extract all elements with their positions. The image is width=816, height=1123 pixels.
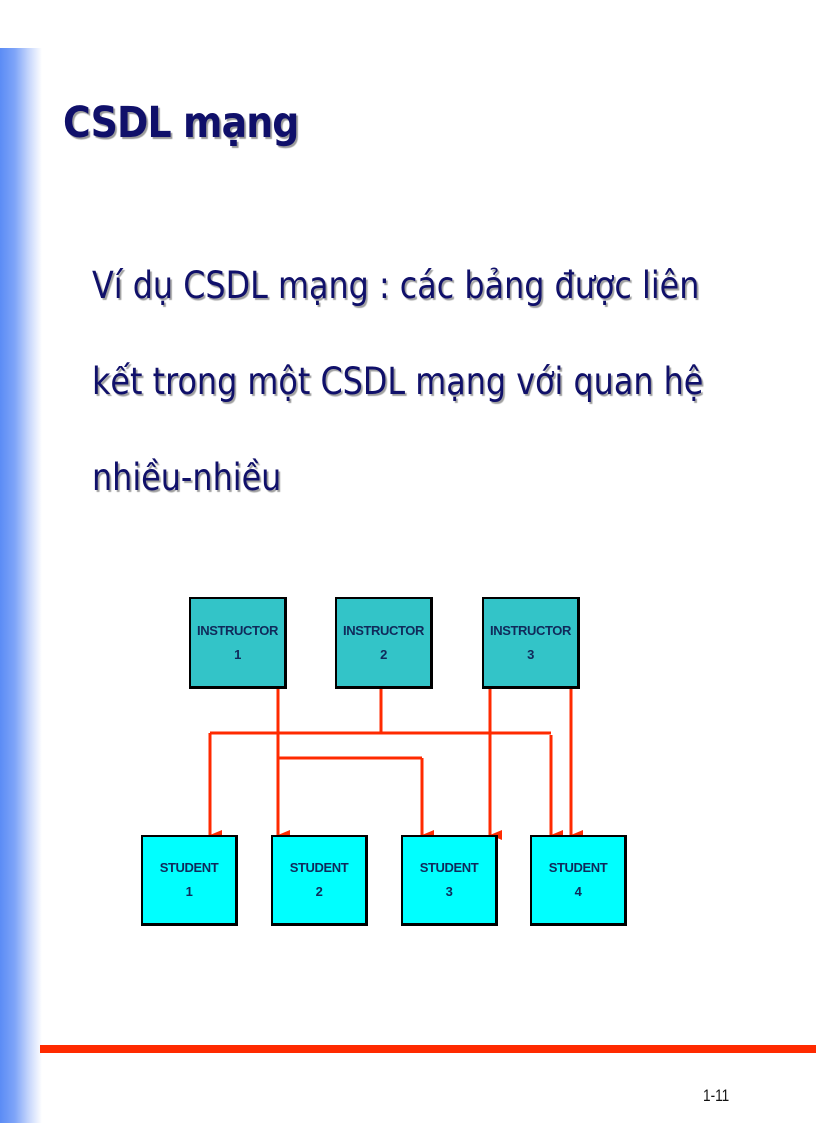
instructor-2-node: INSTRUCTOR 2 <box>335 597 433 689</box>
slide-title: CSDL mạng <box>63 98 299 148</box>
student-3-node: STUDENT 3 <box>401 835 498 926</box>
instructor-2-number: 2 <box>380 646 387 662</box>
side-gradient-strip <box>0 48 42 1123</box>
instructor-1-label: INSTRUCTOR <box>197 622 278 638</box>
body-line-2: kết trong một CSDL mạng với quan hệ <box>92 360 704 403</box>
slide-body: Ví dụ CSDL mạng : các bảng được liên kết… <box>92 238 704 526</box>
student-4-label: STUDENT <box>548 860 608 875</box>
student-2-label: STUDENT <box>289 860 349 875</box>
student-1-label: STUDENT <box>159 860 219 875</box>
instructor-3-node: INSTRUCTOR 3 <box>482 597 580 689</box>
student-3-label: STUDENT <box>419 860 479 875</box>
instructor-3-number: 3 <box>527 646 534 662</box>
student-4-number: 4 <box>574 884 582 899</box>
student-3-number: 3 <box>445 884 453 899</box>
instructor-2-label: INSTRUCTOR <box>343 622 424 638</box>
body-line-3: nhiều-nhiều <box>92 456 282 499</box>
student-4-node: STUDENT 4 <box>530 835 627 926</box>
student-1-number: 1 <box>185 884 193 899</box>
student-2-node: STUDENT 2 <box>271 835 368 926</box>
footer-divider <box>40 1045 816 1053</box>
instructor-1-number: 1 <box>234 646 241 662</box>
instructor-1-node: INSTRUCTOR 1 <box>189 597 287 689</box>
instructor-3-label: INSTRUCTOR <box>490 622 571 638</box>
page-number: 1-11 <box>703 1086 730 1105</box>
body-line-1: Ví dụ CSDL mạng : các bảng được liên <box>92 264 700 307</box>
student-2-number: 2 <box>315 884 323 899</box>
student-1-node: STUDENT 1 <box>141 835 238 926</box>
